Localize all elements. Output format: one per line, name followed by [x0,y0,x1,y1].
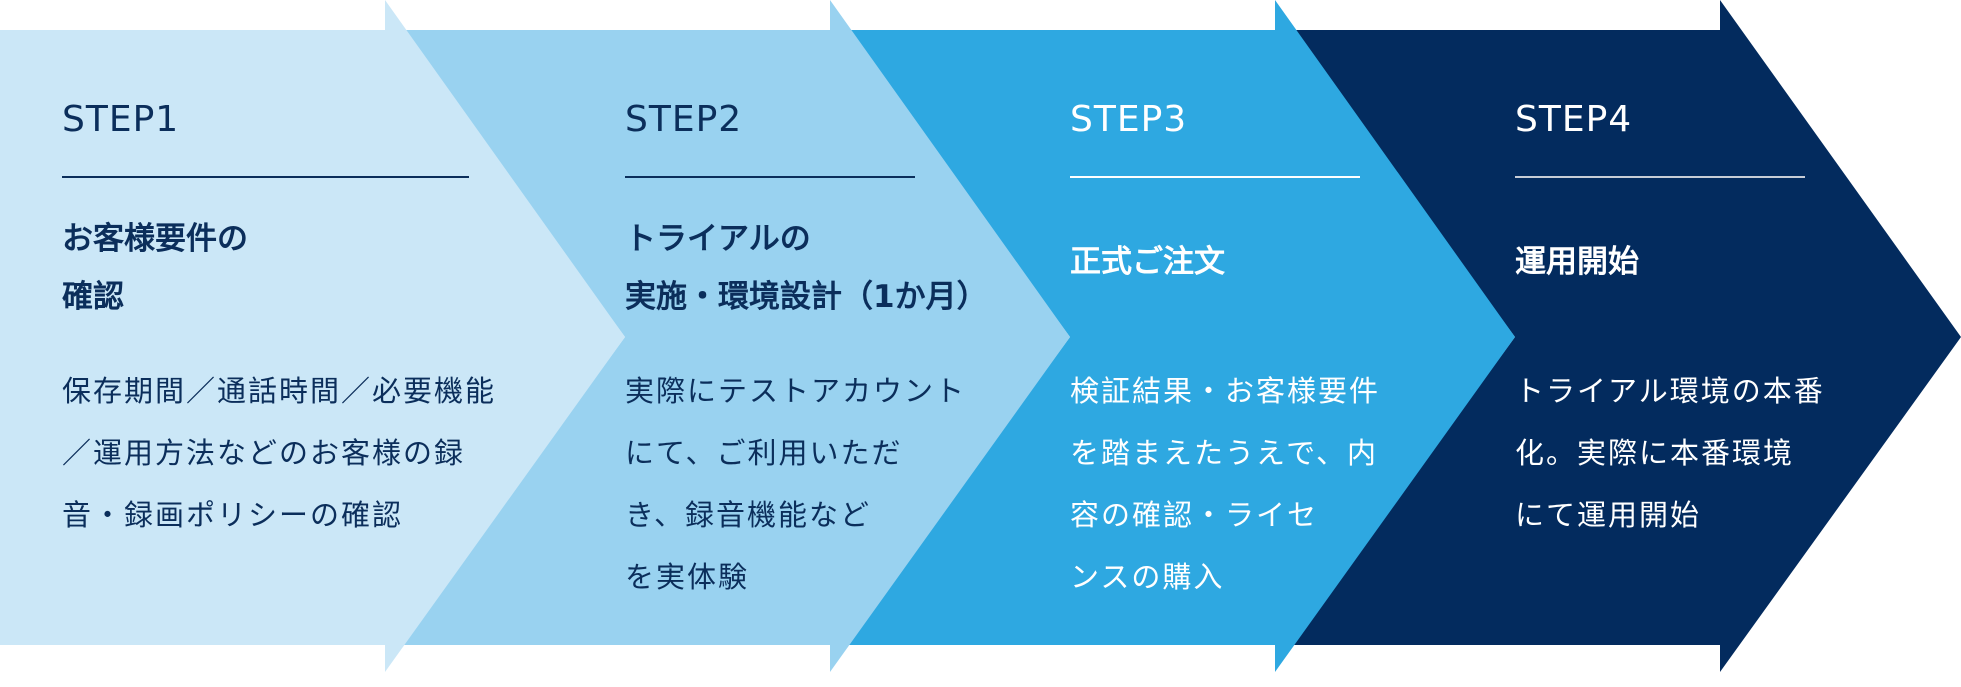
step-1-label: STEP1 [62,99,180,140]
step1-arrow [0,0,625,672]
step-3: STEP3 正式ご注文 検証結果・お客様要件 を踏まえたうえで、内 容の確認・ラ… [1070,0,1515,687]
step-2-description: 実際にテストアカウント にて、ご利用いただ き、録音機能など を実体験 [625,374,967,594]
step-4-label: STEP4 [1515,99,1633,140]
step-2-label: STEP2 [625,99,743,140]
step-3-label: STEP3 [1070,99,1188,140]
step-4-title-line-1: 運用開始 [1515,244,1639,280]
step-4-description: トライアル環境の本番 化。実際に本番環境 にて運用開始 [1515,374,1825,532]
step-4-divider [1515,176,1805,178]
step-3-title: 正式ご注文 [1070,233,1225,291]
step-1-title: お客様要件の 確認 [62,210,248,326]
step2-arrow [400,0,1070,672]
step-4: STEP4 運用開始 トライアル環境の本番 化。実際に本番環境 にて運用開始 [1515,0,1961,687]
step-2-title: トライアルの 実施・環境設計（1か月） [625,210,988,326]
step-1-divider [62,176,469,178]
step-2-title-line-1: トライアルの [625,221,811,257]
step-3-description: 検証結果・お客様要件 を踏まえたうえで、内 容の確認・ライセ ンスの購入 [1070,374,1381,594]
step-1-title-line-2: 確認 [62,279,124,315]
step-3-divider [1070,176,1360,178]
step-2: STEP2 トライアルの 実施・環境設計（1か月） 実際にテストアカウント にて… [625,0,1070,687]
step-2-divider [625,176,915,178]
step-1: STEP1 お客様要件の 確認 保存期間／通話時間／必要機能 ／運用方法などのお… [0,0,625,687]
step-1-description: 保存期間／通話時間／必要機能 ／運用方法などのお客様の録 音・録画ポリシーの確認 [62,374,497,532]
step-2-title-line-2: 実施・環境設計（1か月） [625,279,988,315]
step-3-title-line-1: 正式ご注文 [1070,244,1225,280]
step-4-title: 運用開始 [1515,233,1639,291]
step4-arrow [1290,0,1961,672]
step3-arrow [845,0,1515,672]
step-1-title-line-1: お客様要件の [62,221,248,257]
